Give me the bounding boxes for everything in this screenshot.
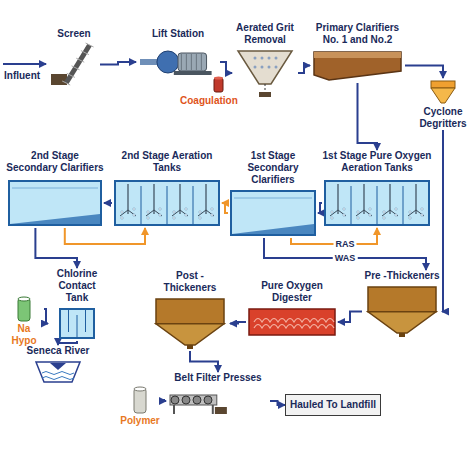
unit-label: Aerated Grit Removal (232, 22, 298, 46)
thickener-symbol (150, 296, 230, 351)
grit-chamber-symbol (232, 48, 298, 98)
unit-label: Screen (48, 28, 100, 40)
flow-pipe (162, 400, 166, 401)
flow-pipe (58, 341, 77, 345)
belt-press-symbol (166, 386, 270, 416)
flow-pipe (318, 203, 322, 213)
unit-label: Post -Thickeners (150, 270, 230, 294)
unit-label: Na Hypo (4, 323, 44, 347)
lift-station: Lift Station (136, 28, 220, 82)
flow-label: WAS (333, 253, 358, 263)
unit-label: 1st Stage Secondary Clarifiers (228, 150, 318, 186)
aeration-tank: 1st Stage Pure Oxygen Aeration Tanks (322, 150, 432, 228)
coagulant-tank (214, 77, 223, 93)
influent-pipe (3, 63, 46, 65)
return-pipe (65, 228, 145, 244)
unit-label: Pure Oxygen Digester (246, 280, 338, 304)
flow-label: Influent (4, 70, 40, 82)
thickener: Post -Thickeners (150, 270, 230, 351)
unit-label: 2nd Stage Secondary Clarifiers (6, 150, 104, 176)
flow-pipe (270, 401, 285, 405)
aeration-tank-symbol (322, 178, 432, 228)
screen-unit-symbol (48, 42, 100, 87)
digester-symbol (246, 306, 338, 338)
chemical-label: Coagulation (180, 95, 238, 107)
belt-press: Belt Filter Presses (166, 372, 270, 416)
unit-label: Pre -Thickeners (362, 270, 442, 282)
unit-label: Cyclone Degritters (416, 106, 470, 130)
thickener: Pre -Thickeners (362, 270, 442, 339)
unit-label: Hauled To Landfill (290, 399, 376, 411)
primary-clarifier-symbol (310, 48, 405, 83)
grit-chamber: Aerated Grit Removal (232, 22, 298, 98)
secondary-clarifier-symbol (6, 178, 104, 228)
primary-clarifier: Primary Clarifiers No. 1 and No.2 (310, 22, 405, 83)
flow-pipe (35, 228, 77, 268)
secondary-clarifier: 2nd Stage Secondary Clarifiers (6, 150, 104, 228)
screen-unit: Screen (48, 28, 100, 87)
flow-pipe (442, 130, 443, 312)
unit-label: Chlorine Contact Tank (48, 268, 106, 304)
cyclone-degritter: Cyclone Degritters (416, 78, 470, 130)
unit-label: 1st Stage Pure Oxygen Aeration Tanks (322, 150, 432, 176)
contact-tank: Chlorine Contact Tank (48, 268, 106, 341)
cyclone-degritter-symbol (416, 78, 470, 106)
chemical-tank-symbol (4, 295, 44, 323)
contact-tank-symbol (48, 306, 106, 341)
flow-label: RAS (333, 239, 356, 249)
thickener-symbol (362, 284, 442, 339)
lift-station-symbol (136, 42, 220, 82)
flow-pipe (100, 62, 136, 65)
unit-label: Polymer (118, 415, 162, 427)
chemical-tank: Na Hypo (4, 295, 44, 347)
flow-pipe (338, 312, 362, 323)
flow-pipe (405, 66, 443, 79)
river-symbol (18, 359, 98, 385)
unit-label: Seneca River (18, 345, 98, 357)
flow-pipe (230, 322, 246, 324)
aeration-tank: 2nd Stage Aeration Tanks (112, 150, 222, 228)
chemical-tank: Polymer (118, 385, 162, 427)
flow-pipe (298, 66, 310, 74)
unit-label: 2nd Stage Aeration Tanks (112, 150, 222, 176)
flow-pipe (104, 202, 112, 204)
aeration-tank-symbol (112, 178, 222, 228)
chemical-tank-symbol (118, 385, 162, 415)
flow-pipe (44, 309, 48, 324)
flow-pipe (358, 83, 378, 150)
destination-box: Hauled To Landfill (285, 394, 381, 416)
flow-pipe (190, 351, 218, 372)
flow-pipe (264, 238, 426, 270)
unit-label: Belt Filter Presses (166, 372, 270, 384)
river: Seneca River (18, 345, 98, 385)
flow-pipe (220, 62, 232, 73)
unit-label: Primary Clarifiers No. 1 and No.2 (310, 22, 405, 46)
unit-label: Lift Station (136, 28, 220, 40)
secondary-clarifier: 1st Stage Secondary Clarifiers (228, 150, 318, 238)
digester: Pure Oxygen Digester (246, 280, 338, 338)
return-pipe (222, 203, 228, 213)
secondary-clarifier-symbol (228, 188, 318, 238)
